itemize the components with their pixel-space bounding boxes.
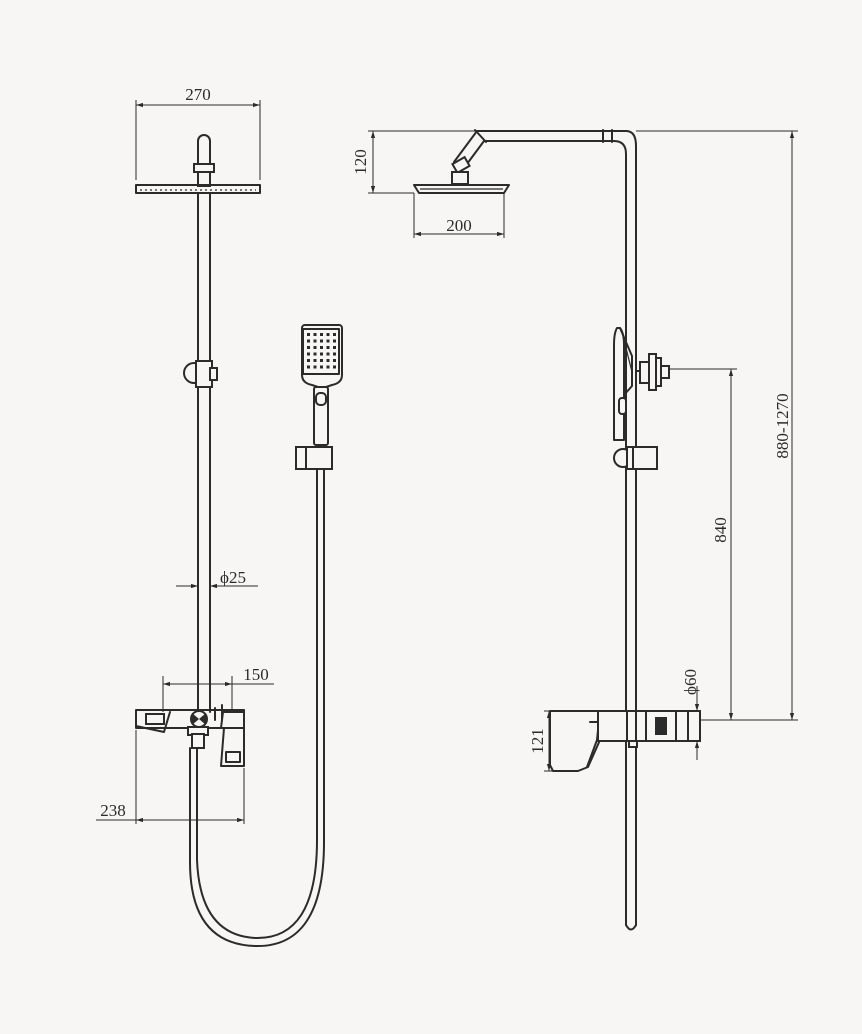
side-shower-head [413, 155, 510, 194]
nozzle [307, 359, 310, 362]
overhead-shower-head [135, 134, 261, 194]
nozzle [320, 333, 323, 336]
mixer-width-label: 238 [100, 801, 126, 820]
nozzle [307, 352, 310, 356]
pipe-diameter-label: ϕ25 [220, 568, 246, 587]
spout-projection-label: 150 [243, 665, 269, 684]
nozzle [333, 365, 336, 369]
hand-shower-nozzles [307, 333, 336, 369]
side-view: 120 200 880-1270 840 ϕ60 [351, 129, 798, 931]
nozzle [307, 339, 310, 343]
nozzle [313, 352, 317, 356]
nozzle [313, 333, 317, 336]
sliding-bracket [183, 360, 218, 388]
dimension-head-drop: 120 [351, 130, 600, 194]
nozzle [333, 333, 336, 336]
bracket-height-label: 840 [711, 517, 730, 543]
nozzle [333, 339, 336, 343]
nozzle [320, 339, 323, 343]
nozzle [333, 346, 336, 349]
nozzle [326, 346, 330, 349]
nozzle [320, 352, 323, 356]
nozzle [307, 333, 310, 336]
dimension-spout: 150 [162, 665, 274, 712]
dimension-head-depth: 200 [413, 193, 505, 238]
head-drop-label: 120 [351, 149, 370, 175]
riser-pipe [197, 192, 211, 713]
nozzle [333, 352, 336, 356]
shower-arm [453, 129, 637, 931]
nozzle [307, 346, 310, 349]
front-view: 270 ϕ25 150 238 [96, 85, 343, 948]
hand-shower [301, 324, 343, 446]
hand-shower-holder [295, 446, 333, 470]
dimension-bracket-height: 840 [669, 368, 737, 720]
nozzle [326, 333, 330, 336]
nozzle [333, 359, 336, 362]
dimension-mixer-width: 238 [96, 730, 245, 824]
nozzle [326, 339, 330, 343]
nozzle [320, 365, 323, 369]
mixer-height-label: 121 [528, 728, 547, 754]
nozzle [320, 359, 323, 362]
dimension-head-width: 270 [135, 85, 261, 180]
dimension-mixer-height: 121 [528, 710, 588, 772]
nozzle [313, 339, 317, 343]
nozzle [313, 365, 317, 369]
holder-side [613, 446, 658, 470]
shower-hose [189, 469, 325, 948]
dimension-total-height: 880-1270 [636, 130, 798, 721]
wall-bracket-side [635, 353, 670, 391]
nozzle [313, 359, 317, 362]
dimension-inlet-diameter: ϕ60 [681, 669, 700, 760]
nozzle [313, 346, 317, 349]
nozzle [326, 352, 330, 356]
nozzle [320, 346, 323, 349]
nozzle [307, 365, 310, 369]
nozzle [326, 359, 330, 362]
nozzle [326, 365, 330, 369]
dimension-pipe-diameter: ϕ25 [176, 568, 258, 589]
mixer-valve [135, 704, 245, 767]
head-width-label: 270 [185, 85, 211, 104]
hand-shower-side [613, 327, 633, 441]
inlet-diameter-label: ϕ60 [681, 669, 700, 695]
head-depth-label: 200 [446, 216, 472, 235]
total-height-label: 880-1270 [773, 393, 792, 458]
